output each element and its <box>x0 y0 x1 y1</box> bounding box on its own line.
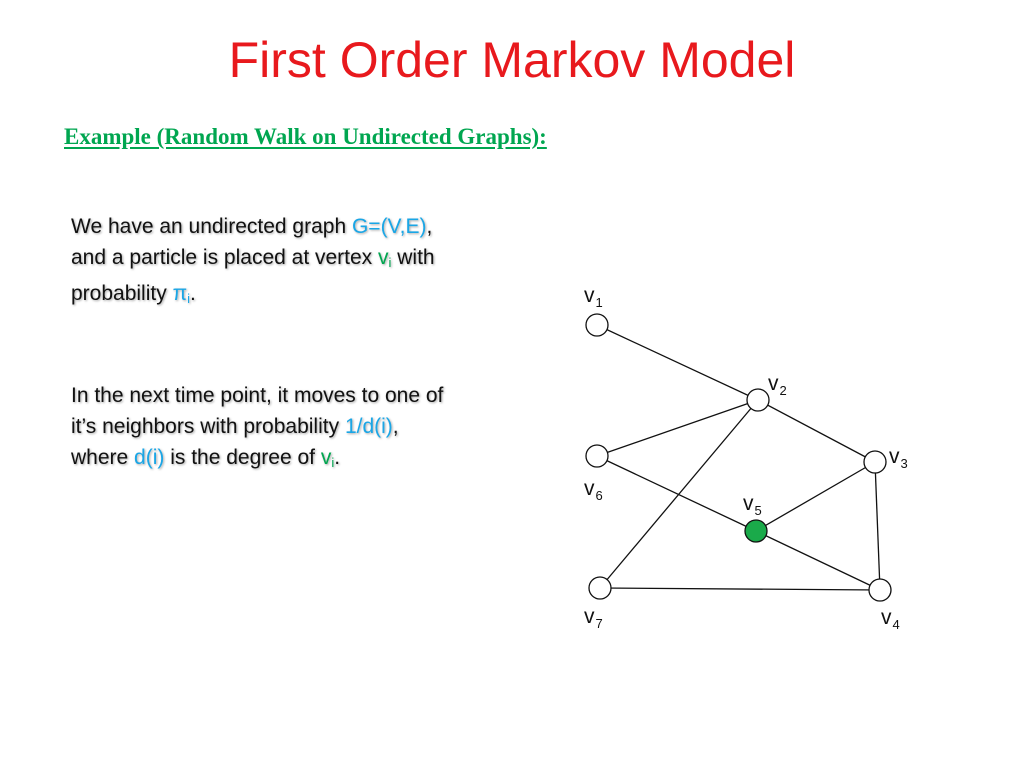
text-span: . <box>189 282 196 305</box>
node-v4 <box>868 578 892 602</box>
edge-v2-v6 <box>596 399 759 457</box>
node-label-subscript: 7 <box>596 616 603 631</box>
text-span: . <box>334 446 341 469</box>
text-span: and a particle is placed at vertex <box>71 246 379 269</box>
pi-letter: π <box>172 282 188 305</box>
vertex-subscript: i <box>331 455 335 470</box>
edge-v6-v5 <box>596 455 757 532</box>
edge-v5-v3 <box>755 461 876 532</box>
para1-line2: and a particle is placed at vertex vi wi… <box>71 242 435 278</box>
node-label-letter: v <box>584 605 595 628</box>
vertex-letter: v <box>378 246 389 269</box>
text-span: where <box>71 446 135 469</box>
node-v7 <box>588 576 612 600</box>
node-label-v4: v4 <box>881 606 900 632</box>
node-label-v1: v1 <box>584 284 603 310</box>
text-span: it’s neighbors with probability <box>71 415 345 438</box>
node-v2 <box>746 388 770 412</box>
node-label-letter: v <box>584 284 595 307</box>
vertex-subscript: i <box>388 255 392 270</box>
node-label-subscript: 3 <box>901 456 908 471</box>
node-label-subscript: 5 <box>755 503 762 518</box>
text-span: , <box>392 415 399 438</box>
node-label-v7: v7 <box>584 605 603 631</box>
paragraph-graph-definition: We have an undirected graph G=(V,E), and… <box>71 211 435 314</box>
node-label-letter: v <box>584 477 595 500</box>
text-span: We have an undirected graph <box>71 215 352 238</box>
node-label-subscript: 4 <box>893 617 900 632</box>
vertex-symbol: vi <box>320 446 335 470</box>
pi-symbol: πi <box>172 282 190 306</box>
node-v3 <box>863 450 887 474</box>
node-label-letter: v <box>743 492 754 515</box>
edge-v3-v4 <box>874 461 881 591</box>
graph-nodes <box>585 313 892 602</box>
graph-notation: G=(V,E) <box>351 215 427 238</box>
slide-title: First Order Markov Model <box>228 32 796 88</box>
graph-edges <box>596 324 881 591</box>
node-v5 <box>744 519 768 543</box>
edge-v7-v4 <box>599 587 881 591</box>
node-label-subscript: 1 <box>596 295 603 310</box>
degree-expression: d(i) <box>134 446 165 469</box>
node-label-subscript: 6 <box>596 488 603 503</box>
paragraph-transition-rule: In the next time point, it moves to one … <box>71 380 443 478</box>
node-label-v6: v6 <box>584 477 603 503</box>
vertex-symbol: vi <box>378 246 392 270</box>
node-label-letter: v <box>889 445 900 468</box>
node-v6 <box>585 444 609 468</box>
para2-line1: In the next time point, it moves to one … <box>71 384 444 407</box>
edge-v2-v3 <box>757 399 876 463</box>
node-label-v3: v3 <box>889 445 908 471</box>
para2-line2: it’s neighbors with probability 1/d(i), <box>71 411 443 442</box>
node-label-subscript: 2 <box>780 383 787 398</box>
para1-line3: probability πi. <box>71 278 435 314</box>
text-span: with <box>391 246 435 269</box>
node-label-letter: v <box>881 606 892 629</box>
node-label-letter: v <box>768 372 779 395</box>
para2-line3: where d(i) is the degree of vi. <box>71 442 443 478</box>
edge-v1-v2 <box>596 324 759 401</box>
slide-subtitle: Example (Random Walk on Undirected Graph… <box>64 124 547 149</box>
node-label-v2: v2 <box>768 372 787 398</box>
text-span: probability <box>71 282 173 305</box>
vertex-letter: v <box>320 446 332 469</box>
node-label-v5: v5 <box>743 492 762 518</box>
node-v1 <box>585 313 609 337</box>
edge-v5-v4 <box>755 530 881 591</box>
pi-subscript: i <box>187 291 190 306</box>
text-span: , <box>426 215 433 238</box>
para1-line1: We have an undirected graph G=(V,E), <box>71 211 435 242</box>
probability-expression: 1/d(i) <box>344 415 393 438</box>
text-span: is the degree of <box>164 446 321 469</box>
